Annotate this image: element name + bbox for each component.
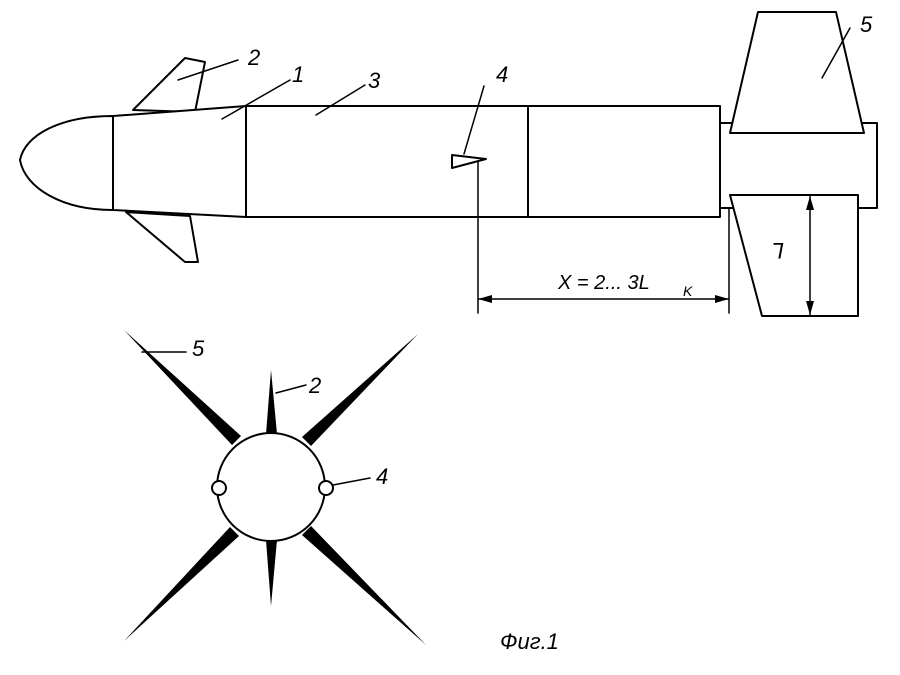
label-front-5: 5 (192, 336, 205, 361)
front-tail-fin-upper-left (124, 330, 241, 445)
front-tail-fin-upper-right (302, 334, 418, 446)
dimension-arrow-top (806, 196, 814, 210)
leader-3 (315, 84, 366, 116)
front-body-circle (216, 432, 326, 542)
leader-4 (463, 85, 485, 155)
front-canard-fin-bottom (266, 540, 277, 606)
leader-front-2 (275, 384, 307, 394)
label-front-2: 2 (308, 373, 321, 398)
label-4: 4 (496, 62, 508, 87)
side-view: X = 2... 3L K L 2 1 3 4 5 (19, 11, 878, 317)
leader-2 (177, 59, 239, 81)
dimension-x-subscript: K (683, 283, 693, 299)
main-body (245, 105, 721, 218)
dimension-l-label: L (772, 238, 784, 263)
label-5: 5 (860, 12, 873, 37)
body-section-1 (112, 105, 247, 218)
leader-5 (821, 27, 851, 79)
front-tail-fin-lower-left (124, 527, 239, 641)
lower-tail-fin (729, 194, 859, 317)
label-3: 3 (368, 68, 381, 93)
side-element (451, 154, 487, 169)
front-side-element-left (211, 480, 227, 496)
upper-tail-fin (729, 11, 865, 134)
lower-canard-fin (125, 211, 199, 263)
leader-front-4 (332, 477, 371, 486)
figure-caption: Фиг.1 (500, 629, 559, 654)
dimension-arrow-left (478, 295, 492, 303)
label-front-4: 4 (376, 464, 388, 489)
upper-canard-fin (132, 57, 206, 113)
front-view: 5 2 4 (124, 330, 426, 645)
dimension-arrow-bottom (806, 301, 814, 315)
label-2: 2 (247, 45, 260, 70)
dimension-arrow-right (715, 295, 729, 303)
front-side-element-right (318, 480, 334, 496)
nose-cone (19, 115, 114, 211)
dimension-x-label: X = 2... 3L (557, 272, 650, 294)
leader-1 (221, 79, 291, 120)
label-1: 1 (292, 62, 304, 87)
front-tail-fin-lower-right (302, 526, 426, 645)
front-canard-fin-top (266, 370, 277, 434)
